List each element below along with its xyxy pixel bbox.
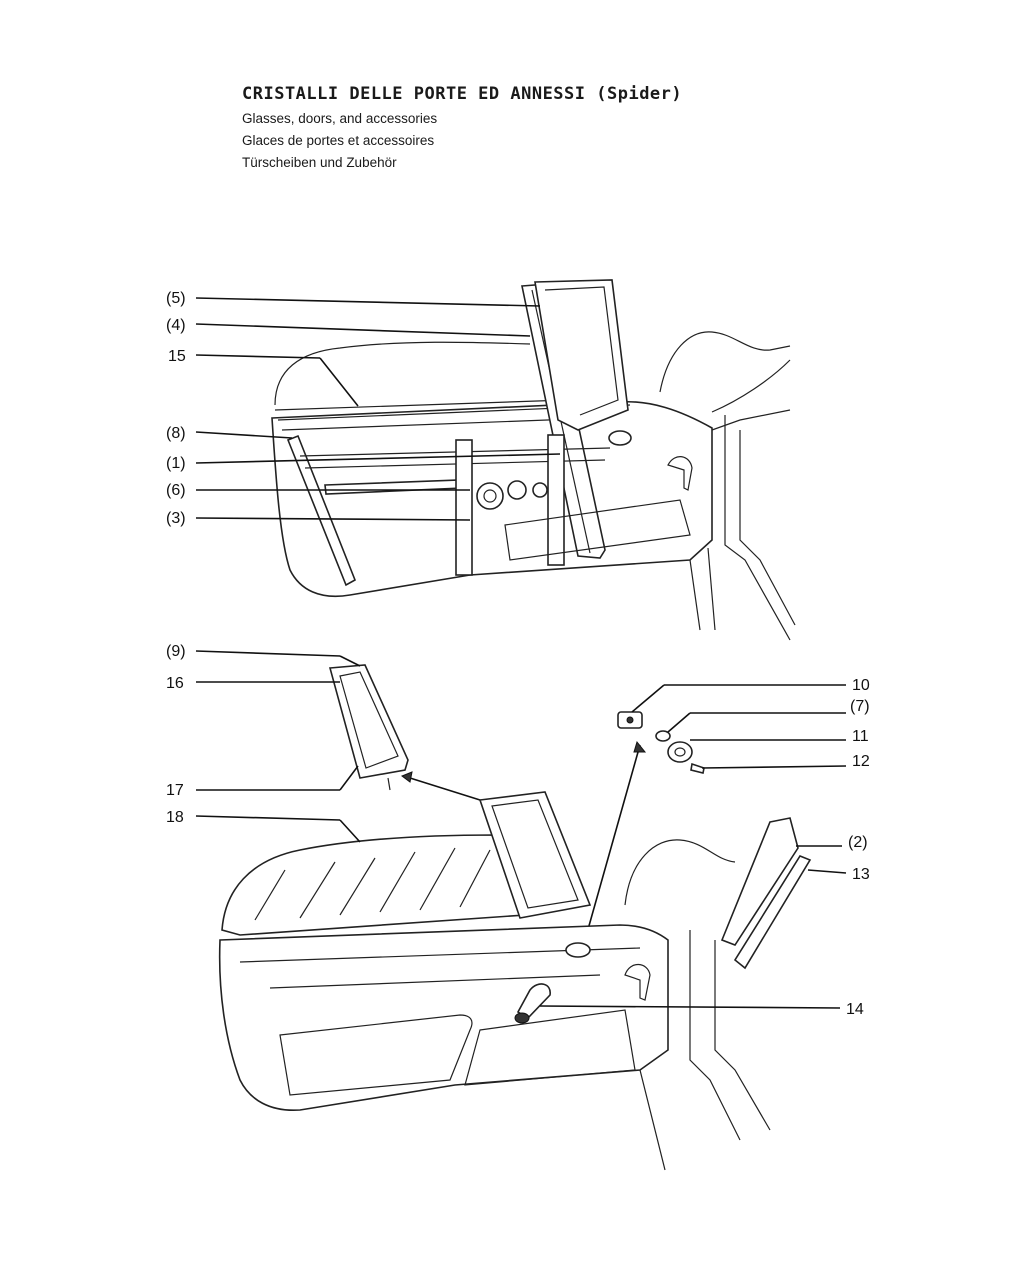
- callout-4: (4): [166, 317, 186, 334]
- callout-6: (6): [166, 482, 186, 499]
- callout-10: 10: [852, 677, 870, 694]
- bottom-door-assembly: [218, 664, 812, 1171]
- callout-13: 13: [852, 866, 870, 883]
- callout-9: (9): [166, 643, 186, 660]
- title-english: Glasses, doors, and accessories: [242, 111, 438, 126]
- bottom-leader-lines: [195, 650, 847, 1009]
- callout-15: 15: [168, 348, 186, 365]
- callout-12: 12: [852, 753, 870, 770]
- title-italian: CRISTALLI DELLE PORTE ED ANNESSI (Spider…: [242, 84, 683, 104]
- callout-5: (5): [166, 290, 186, 307]
- crank-exploded-parts: [617, 711, 705, 774]
- callout-1: (1): [166, 455, 186, 472]
- top-door-assembly: [271, 279, 796, 641]
- bottom-callouts: (9) 16 17 18 10 (7) 11 12 (2) 13 14: [166, 643, 870, 1018]
- callout-8: (8): [166, 425, 186, 442]
- title-german: Türscheiben und Zubehör: [242, 155, 397, 170]
- callout-14: 14: [846, 1001, 864, 1018]
- callout-17: 17: [166, 782, 184, 799]
- callout-11: 11: [852, 728, 869, 745]
- callout-16: 16: [166, 675, 184, 692]
- top-leader-lines: [195, 297, 561, 521]
- title-french: Glaces de portes et accessoires: [242, 133, 435, 148]
- callout-2: (2): [848, 834, 868, 851]
- callout-18: 18: [166, 809, 184, 826]
- top-callouts: (5) (4) 15 (8) (1) (6) (3): [166, 290, 186, 527]
- callout-7: (7): [850, 698, 870, 715]
- header: CRISTALLI DELLE PORTE ED ANNESSI (Spider…: [242, 84, 682, 174]
- callout-3: (3): [166, 510, 186, 527]
